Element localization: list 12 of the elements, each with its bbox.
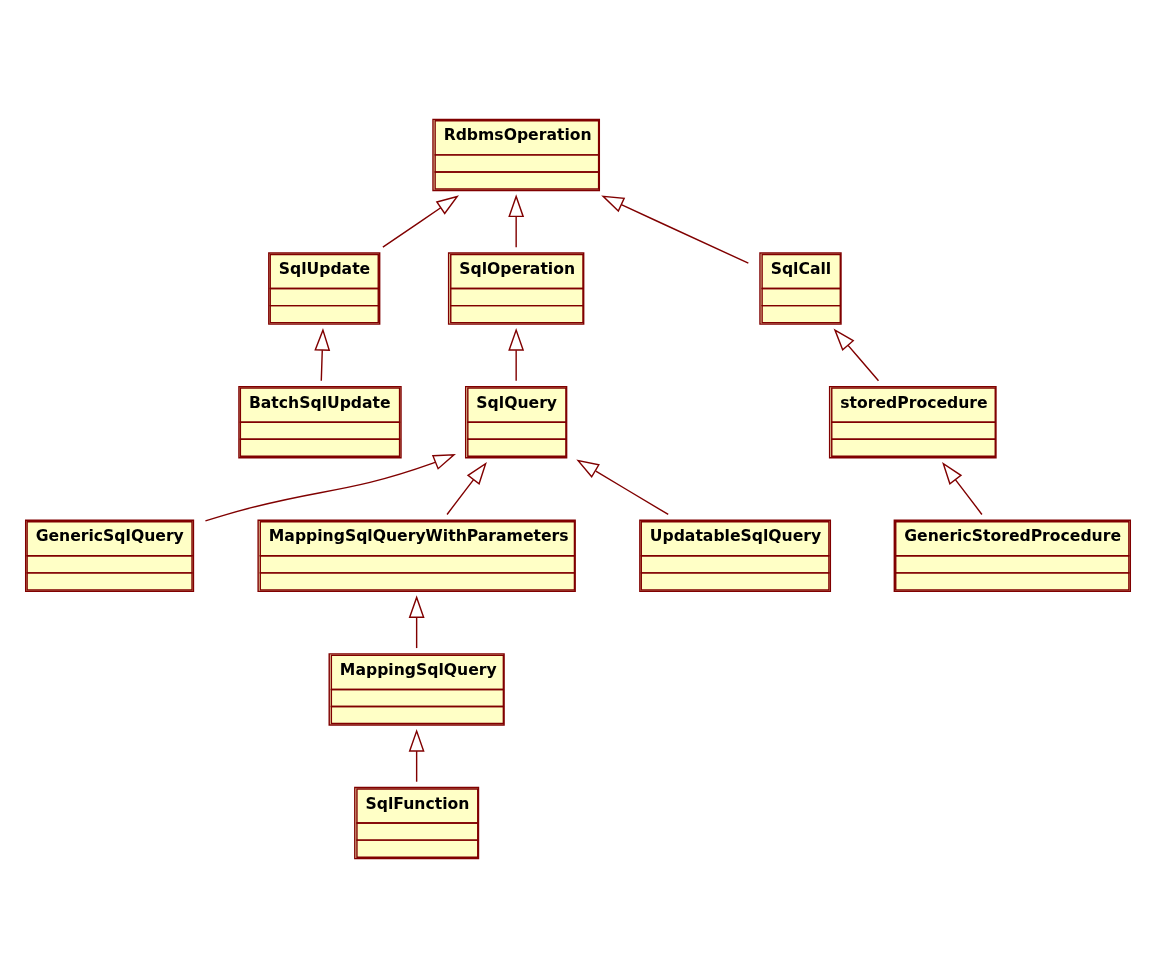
arrow: [446, 461, 487, 515]
arrow: [508, 193, 525, 248]
arrow: [508, 327, 525, 381]
arrow: [601, 194, 750, 264]
arrow: [314, 327, 331, 381]
arrow: [408, 594, 425, 649]
arrow: [833, 328, 880, 381]
arrow: [204, 453, 456, 522]
arrow: [382, 194, 459, 248]
arrow: [576, 459, 669, 515]
arrow: [942, 461, 983, 515]
arrow: [408, 728, 425, 782]
